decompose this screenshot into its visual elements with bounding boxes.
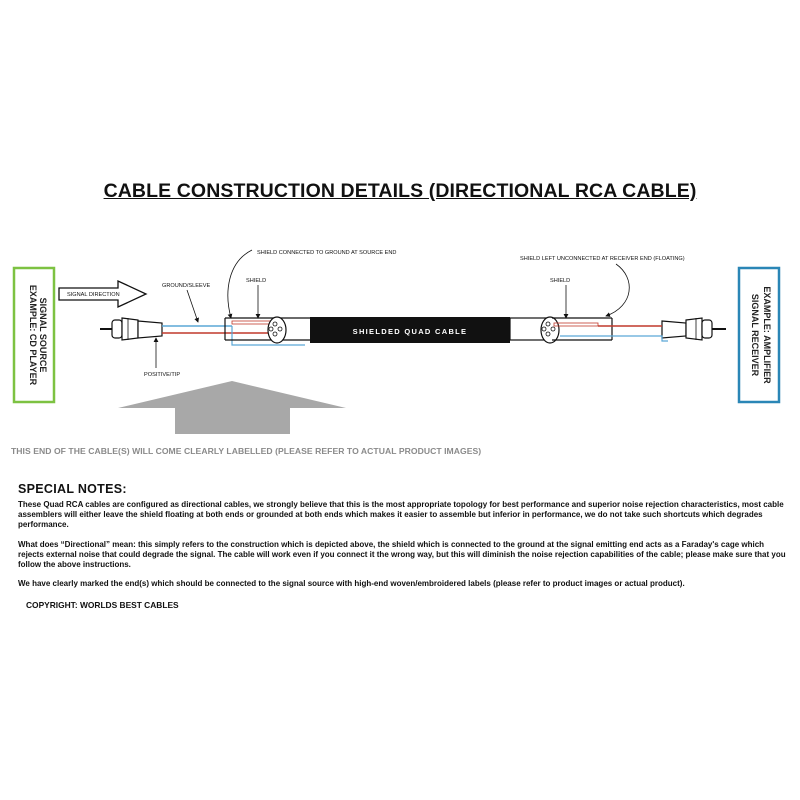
- shield-right-label: SHIELD: [550, 278, 570, 284]
- shield-source-note: SHIELD CONNECTED TO GROUND AT SOURCE END: [257, 250, 396, 256]
- right-rca-plug: [661, 317, 726, 341]
- signal-receiver-box: SIGNAL RECEIVER EXAMPLE: AMPLIFIER: [737, 266, 781, 404]
- right-wires: [552, 317, 668, 342]
- labelled-end-arrow: [118, 381, 346, 434]
- receiver-box-border: [737, 266, 781, 404]
- ground-wire-right: [560, 335, 668, 342]
- notes-paragraph-3: We have clearly marked the end(s) which …: [18, 579, 685, 589]
- receiver-box-line1: SIGNAL RECEIVER: [750, 294, 760, 377]
- ground-sleeve-label: GROUND/SLEEVE: [162, 283, 210, 289]
- left-cable-endview: [267, 316, 287, 344]
- receiver-box-line2: EXAMPLE: AMPLIFIER: [762, 286, 772, 384]
- source-box-line1: SIGNAL SOURCE: [38, 298, 48, 373]
- notes-paragraph-2: What does “Directional” mean: this simpl…: [18, 539, 786, 570]
- cable-label: SHIELDED QUAD CABLE: [353, 327, 468, 336]
- left-rca-plug: [100, 317, 163, 341]
- notes-paragraph-1: These Quad RCA cables are configured as …: [18, 500, 784, 530]
- labelled-end-note: THIS END OF THE CABLE(S) WILL COME CLEAR…: [11, 446, 482, 456]
- signal-direction-label: SIGNAL DIRECTION: [67, 292, 120, 298]
- shield-receiver-note: SHIELD LEFT UNCONNECTED AT RECEIVER END …: [520, 256, 685, 262]
- source-box-border: [12, 266, 56, 404]
- notes-heading: SPECIAL NOTES:: [18, 482, 127, 496]
- page-title: CABLE CONSTRUCTION DETAILS (DIRECTIONAL …: [103, 180, 697, 202]
- left-wires: [162, 317, 310, 346]
- cable-diagram: SIGNAL SOURCE EXAMPLE: CD PLAYER SIGNAL …: [12, 249, 781, 434]
- cable-jacket: SHIELDED QUAD CABLE: [310, 317, 551, 343]
- shield-left-label: SHIELD: [246, 278, 266, 284]
- right-cable-endview: [540, 316, 560, 344]
- special-notes: SPECIAL NOTES: These Quad RCA cables are…: [18, 482, 788, 598]
- positive-tip-label: POSITIVE/TIP: [144, 372, 180, 378]
- copyright: COPYRIGHT: WORLDS BEST CABLES: [26, 600, 179, 610]
- signal-source-box: SIGNAL SOURCE EXAMPLE: CD PLAYER: [12, 266, 56, 404]
- signal-direction-arrow: SIGNAL DIRECTION: [58, 279, 148, 309]
- source-box-line2: EXAMPLE: CD PLAYER: [28, 285, 38, 386]
